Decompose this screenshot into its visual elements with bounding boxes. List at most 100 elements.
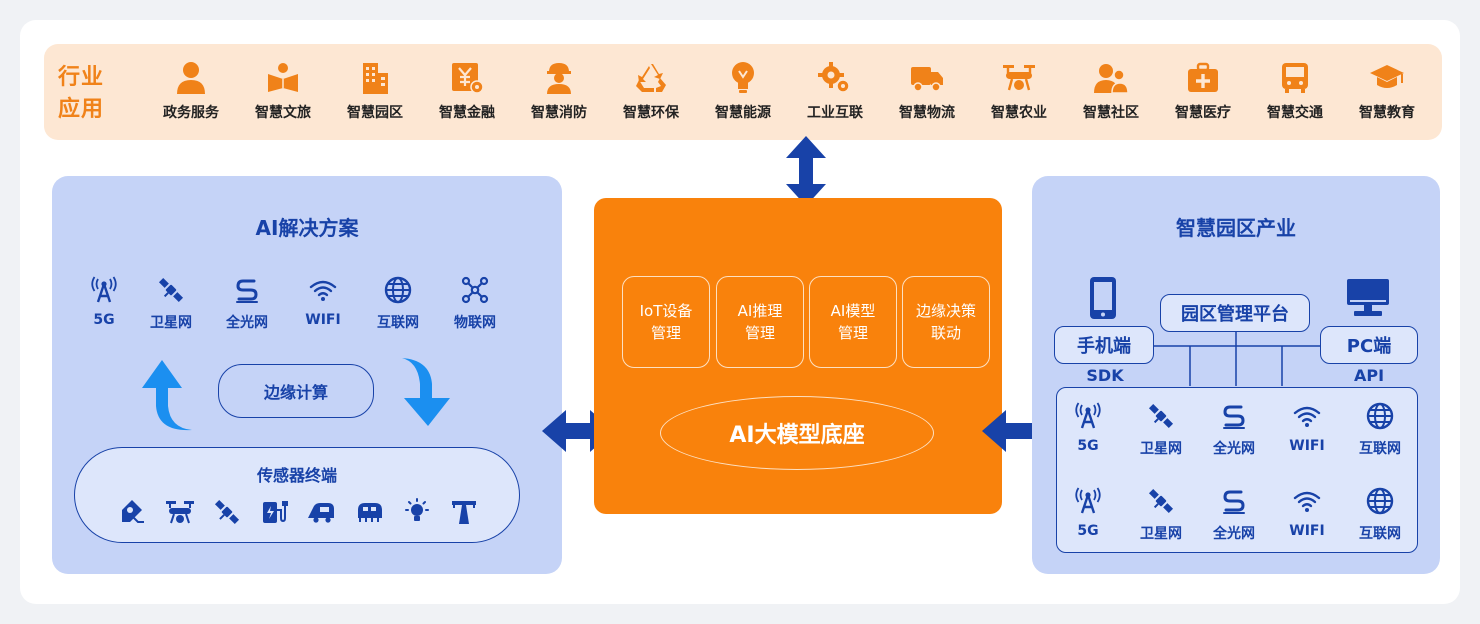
park-net-label: WIFI: [1289, 523, 1325, 539]
industry-item-label: 智慧消防: [531, 105, 587, 121]
park-net-label: WIFI: [1289, 438, 1325, 454]
park-net-label: 5G: [1077, 523, 1099, 539]
module-ai-model-management: AI模型管理: [809, 276, 897, 368]
industry-item: 工业互联: [789, 60, 881, 122]
globe-icon: [1364, 400, 1396, 432]
antenna-icon: [88, 274, 120, 306]
park-net-item: 互联网: [1342, 485, 1418, 543]
globe-icon: [382, 274, 414, 306]
industry-item-label: 智慧交通: [1267, 105, 1323, 121]
industry-item: 智慧能源: [697, 60, 789, 122]
module-edge-decision-linkage: 边缘决策联动: [902, 276, 990, 368]
robot-cart-icon: [357, 503, 382, 522]
sensor-icon-row: [118, 496, 478, 528]
fiber-s-icon: [231, 274, 263, 306]
wifi-icon: [307, 274, 339, 306]
firefighter-icon: [541, 60, 577, 96]
industry-item-label: 智慧医疗: [1175, 105, 1231, 121]
upload-curved-arrow-icon: [142, 360, 192, 431]
platform-connector-lines: [1154, 332, 1320, 386]
park-net-item: 5G: [1050, 485, 1126, 539]
industry-item: 智慧金融: [421, 60, 513, 122]
park-net-item: 卫星网: [1123, 485, 1199, 543]
industry-item: 智慧消防: [513, 60, 605, 122]
satellite-icon: [1145, 485, 1177, 517]
industry-item-label: 智慧物流: [899, 105, 955, 121]
finance-icon: [449, 60, 485, 96]
globe-icon: [1364, 485, 1396, 517]
park-net-item: 互联网: [1342, 400, 1418, 458]
graduation-cap-icon: [1369, 60, 1405, 96]
industry-item-label: 智慧教育: [1359, 105, 1415, 121]
ai-solution-title: AI解决方案: [255, 216, 359, 240]
industry-item-label: 智慧农业: [991, 105, 1047, 121]
recycle-icon: [633, 60, 669, 96]
pc-monitor-icon: [1347, 279, 1389, 316]
module-iot-device-management: IoT设备管理: [622, 276, 710, 368]
park-net-item: WIFI: [1269, 485, 1345, 539]
wifi-icon: [1291, 485, 1323, 517]
fiber-s-icon: [1218, 400, 1250, 432]
antenna-icon: [1072, 400, 1104, 432]
ai-foundation-model-ellipse: AI大模型底座: [660, 396, 934, 470]
park-net-label: 卫星网: [1140, 441, 1182, 457]
industry-item: 智慧环保: [605, 60, 697, 122]
community-icon: [1093, 60, 1129, 96]
net-wifi: WIFI: [285, 274, 361, 328]
api-label: API: [1353, 366, 1385, 385]
mobile-phone-icon: [1090, 277, 1116, 319]
sensor-terminal-label: 传感器终端: [256, 466, 337, 485]
pc-client-box: PC端: [1320, 326, 1418, 364]
satellite-icon: [155, 274, 187, 306]
industry-item: 智慧园区: [329, 60, 421, 122]
gears-icon: [817, 60, 853, 96]
wifi-icon: [1291, 400, 1323, 432]
park-net-label: 全光网: [1213, 441, 1255, 457]
industry-item-label: 政务服务: [163, 105, 219, 121]
light-bulb-sensor-icon: [405, 498, 430, 521]
industry-item-label: 智慧文旅: [255, 105, 311, 121]
industry-item: 智慧物流: [881, 60, 973, 122]
smart-park-title: 智慧园区产业: [1176, 216, 1296, 240]
industry-item-label: 智慧金融: [439, 105, 495, 121]
bus-icon: [1277, 60, 1313, 96]
transmission-tower-icon: [451, 501, 476, 524]
park-net-item: 卫星网: [1123, 400, 1199, 458]
satellite-sensor-icon: [215, 499, 240, 525]
sensor-terminal-box: [74, 447, 520, 543]
park-net-label: 5G: [1077, 438, 1099, 454]
park-net-item: 全光网: [1196, 485, 1272, 543]
fiber-s-icon: [1218, 485, 1250, 517]
park-net-item: WIFI: [1269, 400, 1345, 454]
truck-icon: [909, 60, 945, 96]
iot-nodes-icon: [459, 274, 491, 306]
industry-item: 智慧交通: [1249, 60, 1341, 122]
industry-item-label: 工业互联: [807, 105, 863, 121]
mobile-client-box: 手机端: [1054, 326, 1154, 364]
industry-item-label: 智慧园区: [347, 105, 403, 121]
industry-item: 智慧社区: [1065, 60, 1157, 122]
charging-station-icon: [262, 501, 288, 523]
sdk-label: SDK: [1086, 366, 1124, 385]
park-net-item: 5G: [1050, 400, 1126, 454]
industry-item: 智慧文旅: [237, 60, 329, 122]
bulb-icon: [725, 60, 761, 96]
industry-item-label: 智慧环保: [623, 105, 679, 121]
industry-item: 智慧农业: [973, 60, 1065, 122]
industry-item-label: 智慧社区: [1083, 105, 1139, 121]
park-net-item: 全光网: [1196, 400, 1272, 458]
net-internet: 互联网: [360, 274, 436, 332]
net-satellite: 卫星网: [133, 274, 209, 332]
park-net-label: 卫星网: [1140, 526, 1182, 542]
antenna-icon: [1072, 485, 1104, 517]
net-fiber: 全光网: [209, 274, 285, 332]
train-icon: [308, 503, 335, 523]
industry-item: 智慧医疗: [1157, 60, 1249, 122]
tag-sensor-icon: [122, 500, 144, 523]
medical-kit-icon: [1185, 60, 1221, 96]
industry-title: 行业应用: [58, 65, 105, 122]
net-5g: 5G: [66, 274, 142, 328]
park-net-label: 互联网: [1359, 526, 1401, 542]
person-icon: [173, 60, 209, 96]
industry-item: 智慧教育: [1341, 60, 1433, 122]
